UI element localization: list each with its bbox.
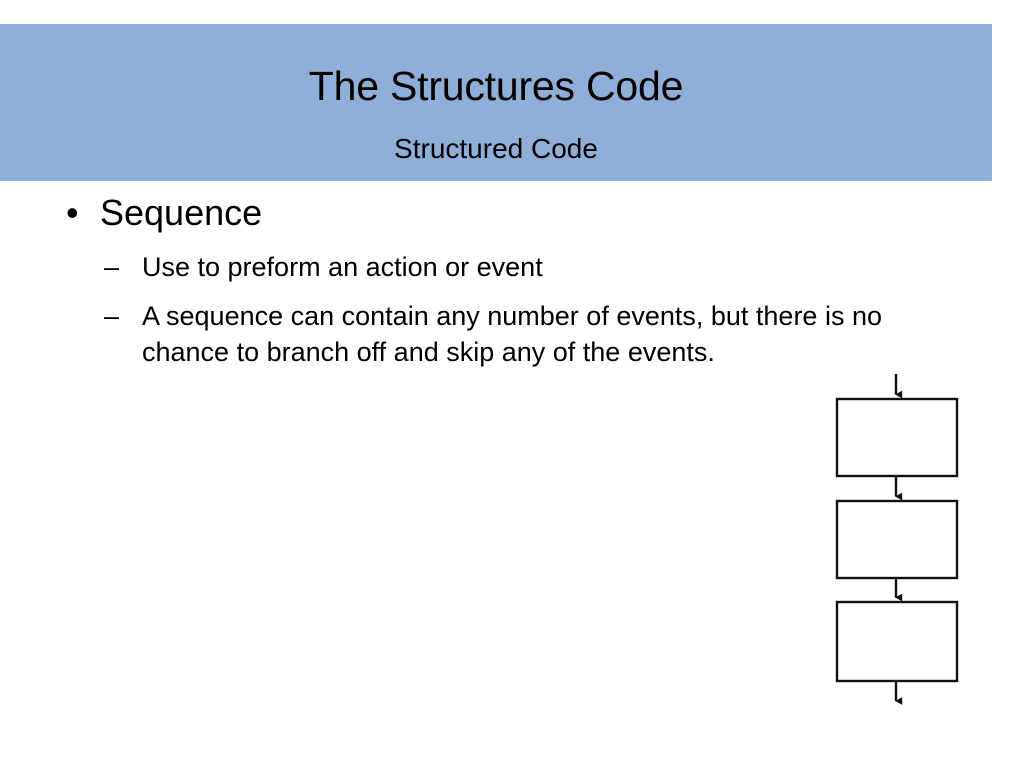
- flowchart-box-2: [835, 499, 959, 580]
- title-banner: The Structures Code Structured Code: [0, 24, 992, 181]
- flowchart-box-3: [835, 600, 959, 683]
- sub-bullet-item-1: – Use to preform an action or event: [104, 249, 964, 285]
- sub-bullet-text-1: Use to preform an action or event: [142, 252, 543, 282]
- flowchart-box-1: [835, 397, 959, 478]
- bullet-marker-icon: •: [66, 192, 79, 233]
- page-title: The Structures Code: [308, 63, 684, 109]
- sequence-flowchart-diagram: [812, 368, 992, 713]
- sub-bullet-item-2: – A sequence can contain any number of e…: [104, 298, 964, 370]
- page-subtitle: Structured Code: [394, 133, 598, 164]
- flowchart-svg: [835, 374, 959, 705]
- sub-bullet-text-2: A sequence can contain any number of eve…: [142, 301, 882, 367]
- bullet-item-sequence: • Sequence: [58, 191, 938, 235]
- dash-marker-icon: –: [104, 252, 120, 282]
- bullet-text-sequence: Sequence: [100, 192, 263, 233]
- dash-marker-icon: –: [104, 301, 120, 331]
- slide-body: • Sequence – Use to preform an action or…: [0, 181, 1024, 768]
